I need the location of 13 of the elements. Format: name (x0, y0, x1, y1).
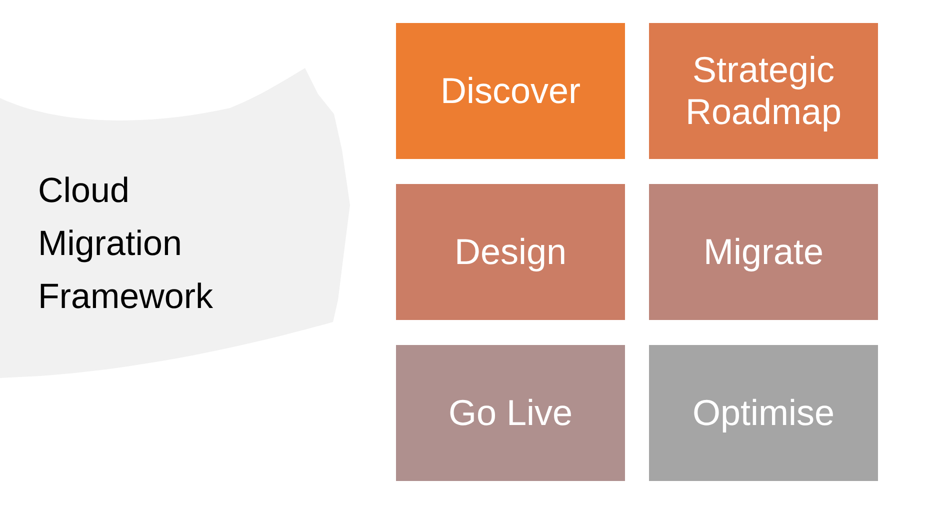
step-label: Go Live (448, 392, 573, 434)
step-box (649, 345, 878, 481)
step-box (396, 23, 625, 159)
step-box (649, 184, 878, 320)
step-label: Migrate (703, 231, 824, 273)
step-box (396, 345, 625, 481)
step-box (649, 23, 878, 159)
diagram-title: Cloud Migration Framework (38, 170, 214, 318)
step-label: Design (454, 231, 567, 273)
step-box (396, 184, 625, 320)
step-label: Optimise (692, 392, 835, 434)
step-label: Strategic Roadmap (684, 49, 843, 133)
step-label: Discover (440, 70, 581, 112)
